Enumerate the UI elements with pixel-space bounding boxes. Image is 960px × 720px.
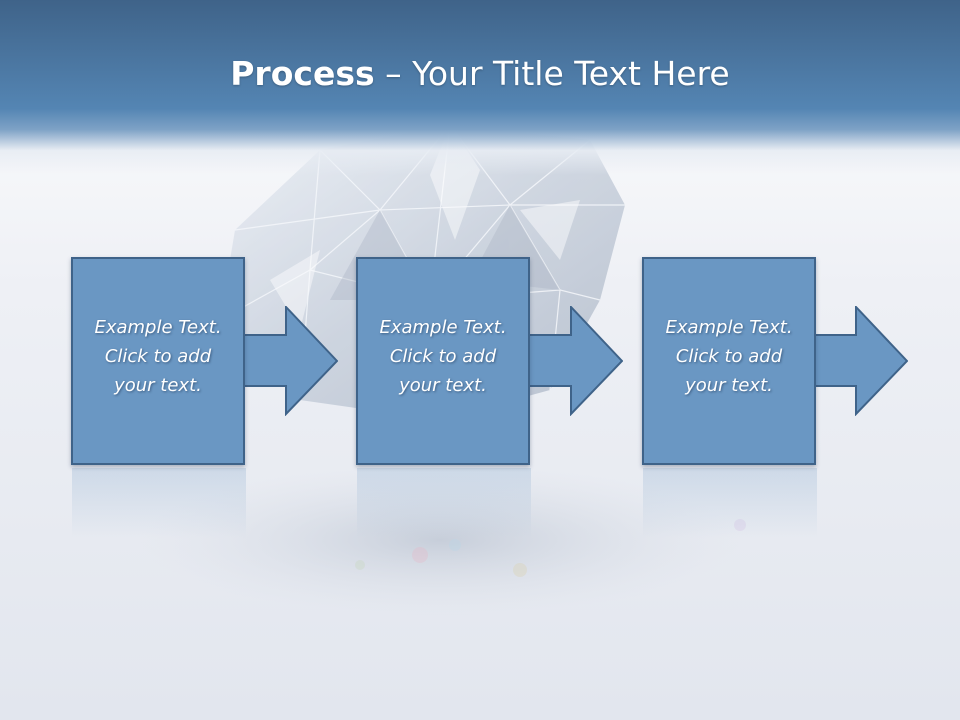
process-step-1[interactable]: Example Text. Click to add your text. <box>71 257 245 465</box>
step-text-line: Click to add <box>104 346 212 367</box>
step-1-reflection <box>72 468 246 538</box>
step-3-text[interactable]: Example Text. Click to add your text. <box>644 313 814 400</box>
step-text-line: your text. <box>685 375 773 396</box>
title-band <box>0 0 960 175</box>
step-text-line: Example Text. <box>379 317 507 338</box>
process-step-2[interactable]: Example Text. Click to add your text. <box>356 257 530 465</box>
step-1-text[interactable]: Example Text. Click to add your text. <box>73 313 243 400</box>
arrow-right-icon <box>244 306 338 416</box>
step-text-line: Example Text. <box>94 317 222 338</box>
slide-title[interactable]: Process – Your Title Text Here <box>0 52 960 96</box>
step-3-reflection <box>643 468 817 538</box>
step-text-line: Click to add <box>389 346 497 367</box>
step-text-line: Click to add <box>675 346 783 367</box>
arrow-right-icon <box>529 306 623 416</box>
arrow-right-icon <box>814 306 908 416</box>
step-text-line: your text. <box>114 375 202 396</box>
step-2-text[interactable]: Example Text. Click to add your text. <box>358 313 528 400</box>
title-bold-text: Process <box>230 54 375 93</box>
step-2-reflection <box>357 468 531 538</box>
title-rest-text: – Your Title Text Here <box>374 54 730 93</box>
process-step-3[interactable]: Example Text. Click to add your text. <box>642 257 816 465</box>
step-text-line: your text. <box>399 375 487 396</box>
step-text-line: Example Text. <box>665 317 793 338</box>
